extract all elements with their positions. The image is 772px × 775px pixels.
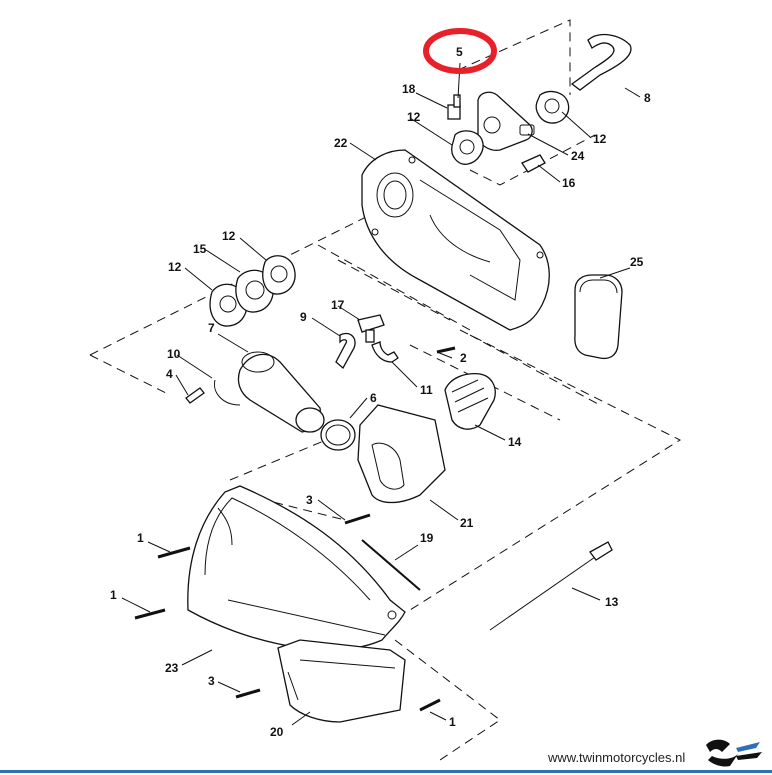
footer-bar xyxy=(0,770,772,773)
part-19-rod xyxy=(361,539,421,591)
callout-12-right: 12 xyxy=(593,132,607,146)
callout-19: 19 xyxy=(420,531,434,545)
part-13-dipstick xyxy=(489,541,613,631)
part-7-intake-tube xyxy=(237,351,325,433)
website-url: www.twinmotorcycles.nl xyxy=(547,750,685,765)
part-8-clamp xyxy=(213,379,241,406)
part-10-breather-hose xyxy=(570,33,632,91)
fasteners xyxy=(134,346,456,712)
part-4-screw xyxy=(185,387,205,404)
callout-1-lower: 1 xyxy=(449,715,456,729)
callout-22: 22 xyxy=(334,136,348,150)
callout-leader-lines xyxy=(121,62,641,726)
callout-18: 18 xyxy=(402,82,416,96)
callout-13: 13 xyxy=(605,595,619,609)
callout-10: 8 xyxy=(644,91,651,105)
highlight-ring-callout-5 xyxy=(423,28,497,74)
callout-12-top: 12 xyxy=(407,110,421,124)
callout-5: 5 xyxy=(456,45,463,59)
callout-4: 4 xyxy=(166,367,173,381)
part-25-gasket xyxy=(574,274,623,360)
callout-2: 2 xyxy=(460,351,467,365)
callout-24: 24 xyxy=(571,149,585,163)
callout-14: 14 xyxy=(508,435,522,449)
callout-1-upper: 1 xyxy=(137,531,144,545)
part-16-fitting xyxy=(521,154,546,173)
callout-11: 11 xyxy=(420,383,433,397)
part-12-gasket-upper-left xyxy=(262,255,296,295)
callout-23: 23 xyxy=(165,661,179,675)
part-18-screw xyxy=(447,94,461,120)
callout-12-left: 12 xyxy=(168,260,182,274)
callout-25: 25 xyxy=(630,255,644,269)
part-23-outer-cover xyxy=(187,485,406,651)
callout-17: 17 xyxy=(331,298,345,312)
part-9-hose xyxy=(335,332,356,370)
callout-1-middle: 1 xyxy=(110,588,117,602)
callout-8: 10 xyxy=(167,347,181,361)
callout-12-upper-left: 12 xyxy=(222,229,236,243)
callout-3-lower: 3 xyxy=(208,674,215,688)
callout-21: 21 xyxy=(460,516,474,530)
part-12-gasket-top-right xyxy=(535,90,570,124)
callout-9: 9 xyxy=(300,310,307,324)
twin-motorcycles-logo-icon xyxy=(706,739,762,767)
callout-20: 20 xyxy=(270,725,284,739)
callout-16: 16 xyxy=(562,176,576,190)
callout-3-upper: 3 xyxy=(306,493,313,507)
part-22-backplate xyxy=(361,149,550,331)
watermark: www.twinmotorcycles.nl xyxy=(0,739,772,773)
part-20-lower-housing xyxy=(277,639,406,723)
part-17-tee-fitting xyxy=(357,314,385,343)
callout-15: 15 xyxy=(193,242,207,256)
part-14-filter-element xyxy=(444,372,496,430)
callout-6: 6 xyxy=(370,391,377,405)
callout-7: 7 xyxy=(208,321,215,335)
part-6-o-ring xyxy=(320,419,356,451)
callout-numbers: 5 18 12 8 12 24 16 22 25 12 15 12 17 9 2… xyxy=(110,45,651,739)
part-21-filter-housing xyxy=(357,404,446,504)
part-12-gasket-top-left xyxy=(451,130,484,165)
part-24-breather-bracket xyxy=(477,91,535,151)
part-11-hose xyxy=(371,341,399,363)
